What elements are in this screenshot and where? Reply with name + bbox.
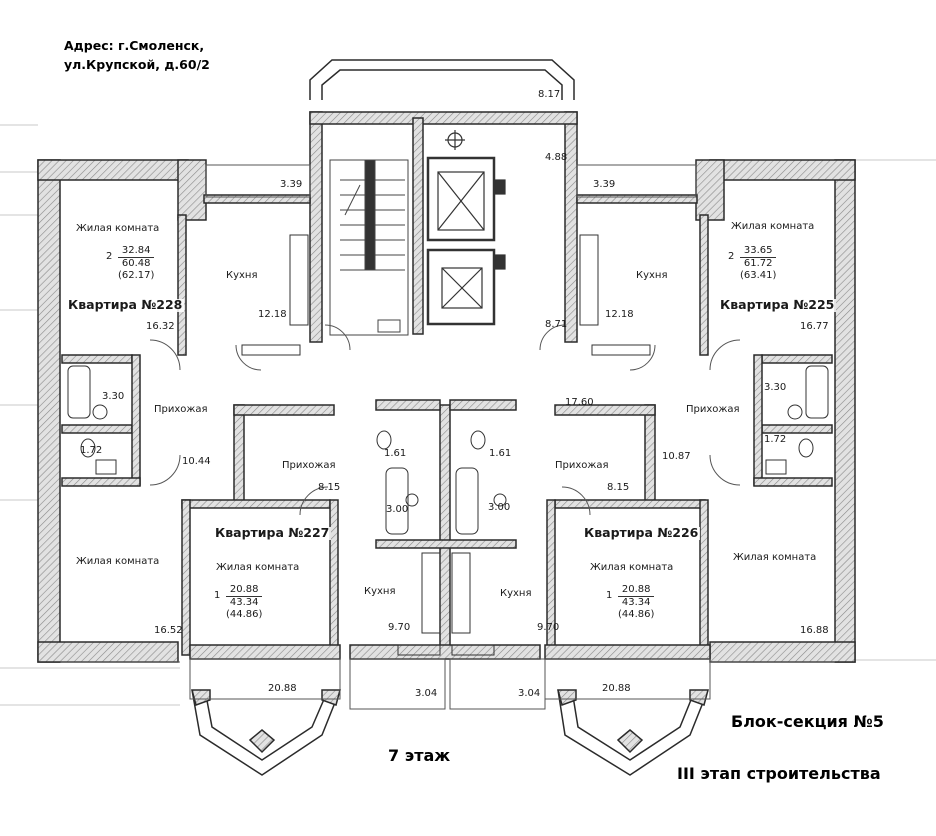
apt226-kitchen-label: Кухня: [500, 588, 532, 599]
apt226-area-wc: 1.61: [489, 448, 512, 459]
apt226-area-kitchen: 9.70: [537, 622, 560, 633]
apt225-area-kitchen: 12.18: [605, 309, 634, 320]
apt226-area-balcony: 3.04: [518, 688, 541, 699]
apt228-living: 32.84: [118, 245, 155, 258]
apt225-total-balcony: (63.41): [740, 270, 777, 281]
apt228-area-fraction: 2 32.84 60.48 (62.17): [106, 245, 155, 282]
apt225-area-room2: 16.88: [800, 625, 829, 636]
apt227-area-balcony: 3.04: [415, 688, 438, 699]
door-swings: [149, 324, 741, 516]
apt228-area-wc: 1.72: [80, 445, 103, 456]
apt228-area-room1: 16.32: [146, 321, 175, 332]
apt226-living-room-label: Жилая комната: [590, 562, 674, 573]
apt227-area-bath: 3.00: [386, 504, 409, 515]
apt227-rooms: 1: [214, 590, 221, 601]
apt228-area-room2: 16.52: [154, 625, 183, 636]
floor-label: 7 этаж: [388, 746, 451, 765]
apt225-label: Квартира №225: [718, 297, 837, 312]
apt227-label: Квартира №227: [213, 525, 332, 540]
apt228-total-balcony: (62.17): [118, 270, 155, 281]
outer-walls: [37, 111, 856, 663]
apt226-area-hall: 8.15: [607, 482, 630, 493]
apt227-area-room: 20.88: [268, 683, 297, 694]
apt225-rooms: 2: [728, 251, 735, 262]
stage-label: III этап строительства: [677, 764, 881, 783]
scan-lines: [0, 124, 936, 706]
apt226-area-fraction: 1 20.88 43.34 (44.86): [606, 584, 655, 621]
apt227-kitchen-label: Кухня: [364, 586, 396, 597]
apt228-hall-label: Прихожая: [154, 404, 208, 415]
apt226-living: 20.88: [618, 584, 655, 597]
apt227-hall-label: Прихожая: [282, 460, 336, 471]
apt225-area-room1: 16.77: [800, 321, 829, 332]
apt225-living-room-1-label: Жилая комната: [731, 221, 815, 232]
apt228-area-bath: 3.30: [102, 391, 125, 402]
area-corridor: 17.60: [565, 397, 594, 408]
staircase: [329, 159, 409, 336]
apt225-area-bath: 3.30: [764, 382, 787, 393]
apt225-living: 33.65: [740, 245, 777, 258]
apt227-total-balcony: (44.86): [226, 609, 263, 620]
apt228-rooms: 2: [106, 251, 113, 262]
apt225-area-balcony: 3.39: [593, 179, 616, 190]
area-top-landing: 8.17: [538, 89, 561, 100]
apt228-area-balcony: 3.39: [280, 179, 303, 190]
apt227-area-fraction: 1 20.88 43.34 (44.86): [214, 584, 263, 621]
apt227-total: 43.34: [229, 597, 259, 608]
apt225-area-fraction: 2 33.65 61.72 (63.41): [728, 245, 777, 282]
apt227-area-kitchen: 9.70: [388, 622, 411, 633]
apt226-label: Квартира №226: [582, 525, 701, 540]
apt225-area-hall: 10.87: [662, 451, 691, 462]
apt228-label: Квартира №228: [66, 297, 185, 312]
area-lobby: 4.88: [545, 152, 568, 163]
apt227-area-hall: 8.15: [318, 482, 341, 493]
apt225-hall-label: Прихожая: [686, 404, 740, 415]
bay-windows: [191, 59, 709, 776]
apt228-area-hall: 10.44: [182, 456, 211, 467]
loggias: [60, 164, 835, 710]
block-label: Блок-секция №5: [731, 712, 884, 731]
apt226-total: 43.34: [621, 597, 651, 608]
apt228-living-room-1-label: Жилая комната: [76, 223, 160, 234]
apt225-area-wc: 1.72: [764, 434, 787, 445]
apt226-total-balcony: (44.86): [618, 609, 655, 620]
apt226-area-bath: 3.00: [488, 502, 511, 513]
apt225-kitchen-label: Кухня: [636, 270, 668, 281]
apt225-total: 61.72: [743, 258, 773, 269]
apt227-living: 20.88: [226, 584, 263, 597]
plumbing-fixtures: [67, 234, 829, 656]
apt225-living-room-2-label: Жилая комната: [733, 552, 817, 563]
area-elevator-hall: 8.71: [545, 319, 568, 330]
apt226-area-room: 20.88: [602, 683, 631, 694]
apt227-living-room-label: Жилая комната: [216, 562, 300, 573]
address-line-2: ул.Крупской, д.60/2: [64, 57, 210, 72]
elevators: [426, 130, 506, 326]
address-line-1: Адрес: г.Смоленск,: [64, 38, 205, 53]
apt226-hall-label: Прихожая: [555, 460, 609, 471]
apt228-total: 60.48: [121, 258, 151, 269]
apt228-living-room-2-label: Жилая комната: [76, 556, 160, 567]
apt226-rooms: 1: [606, 590, 613, 601]
apt228-kitchen-label: Кухня: [226, 270, 258, 281]
apt227-area-wc: 1.61: [384, 448, 407, 459]
apt228-area-kitchen: 12.18: [258, 309, 287, 320]
